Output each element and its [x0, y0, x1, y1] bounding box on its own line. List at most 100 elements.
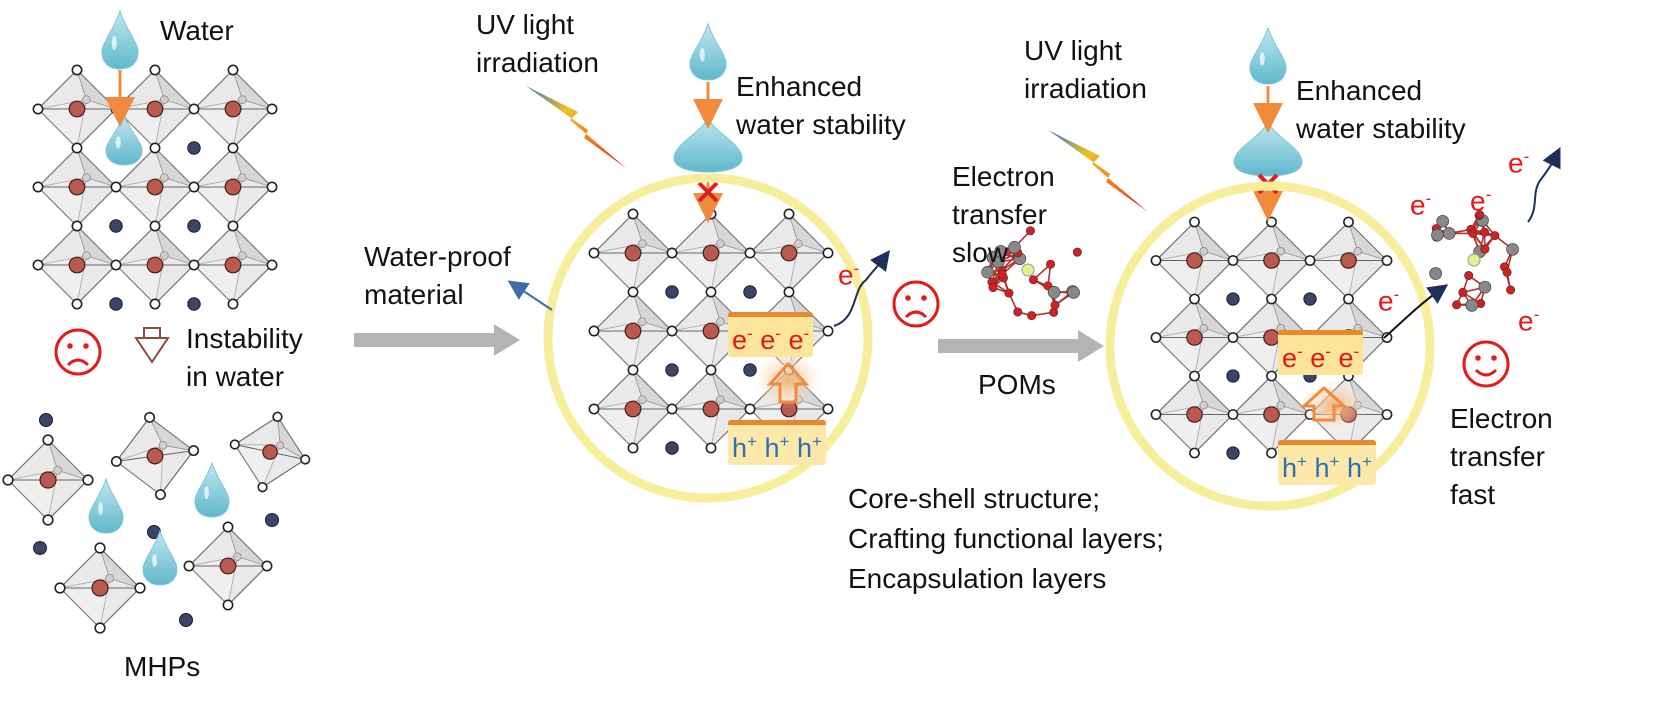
pom-atom [981, 265, 994, 279]
halide-back [160, 173, 169, 182]
halide-node [1343, 293, 1354, 305]
halide-node [666, 247, 678, 259]
halide-node [1150, 409, 1162, 420]
halide-node [822, 325, 834, 337]
pom-atom [1025, 226, 1035, 236]
b-site-metal [624, 244, 642, 262]
water-drop-top [101, 9, 139, 70]
b-site-metal [146, 256, 164, 274]
valence-band-2: h+ h+ h+ [1278, 440, 1376, 485]
label-enhanced-1b: water stability [736, 109, 906, 140]
halide-node [227, 220, 239, 232]
hole-symbol: h [732, 433, 748, 463]
halide-node [188, 181, 200, 193]
halide-node [1189, 216, 1200, 228]
plus-sign: + [1297, 452, 1307, 471]
plus-sign: + [1329, 452, 1340, 471]
a-site-cation [743, 285, 757, 299]
halide-node [272, 411, 283, 422]
halide-node [588, 325, 600, 337]
face-eye [1475, 355, 1481, 361]
happy-face-icon [1462, 340, 1510, 388]
halide-node [627, 208, 639, 220]
blocked-x-icon [697, 181, 719, 203]
halide-node [1189, 293, 1200, 305]
b-site-metal [224, 256, 242, 274]
halide-node [627, 286, 639, 298]
label-et-fast-3: fast [1450, 479, 1496, 510]
isolated-octahedron [54, 542, 146, 634]
water-drop-flattened-1 [673, 116, 743, 173]
drop-highlight [204, 486, 209, 500]
halide-back [1276, 247, 1285, 256]
halide-back [1199, 324, 1208, 333]
b-site-metal [702, 400, 720, 418]
minus-sign: - [747, 324, 753, 343]
label-et-slow-3: slow [952, 237, 1009, 268]
excitation-arrow-icon [766, 361, 810, 404]
halide-node [822, 247, 834, 259]
face-eye [905, 295, 911, 301]
free-electron-2c: e- [1470, 185, 1492, 217]
label-uv-1a: UV light [476, 9, 575, 40]
pom-atom [997, 269, 1007, 279]
plus-sign: + [779, 432, 790, 451]
halide-node [588, 247, 600, 259]
b-site-metal [1186, 329, 1203, 346]
drop-highlight [115, 136, 121, 149]
pom-atom [1465, 299, 1479, 312]
excitation-arrow-icon [1300, 385, 1348, 422]
halide-node [666, 325, 678, 337]
pom-atom [1429, 267, 1442, 280]
octahedron-face [149, 417, 194, 452]
halide-back [716, 395, 725, 404]
halide-node [705, 442, 717, 454]
hole-symbol: h [796, 433, 812, 463]
a-site-cation [1226, 369, 1240, 383]
halide-node [588, 403, 600, 415]
a-site-cation [1226, 292, 1240, 306]
halide-node [144, 411, 156, 423]
shell-ring-1 [543, 173, 873, 503]
label-poms: POMs [978, 369, 1056, 400]
a-site-cation [109, 297, 123, 311]
halide-node [188, 445, 200, 457]
halide-node [71, 298, 83, 310]
a-site-cation [39, 413, 53, 427]
uv-lightning-icon-2 [1048, 130, 1148, 212]
halide-node [134, 582, 146, 594]
a-site-cation [109, 219, 123, 233]
hole-symbol: h [1346, 453, 1362, 483]
b-site-metal [224, 178, 242, 196]
halide-node [71, 64, 83, 76]
halide-node [1381, 255, 1393, 266]
label-strategy-2: Crafting functional layers; [848, 523, 1164, 554]
halide-node [32, 103, 44, 115]
face-mouth [66, 358, 90, 367]
label-uv-1b: irradiation [476, 47, 599, 78]
label-waterproof-1: Water-proof [364, 241, 511, 272]
pom-atom [1464, 271, 1474, 281]
pom-atom [1008, 240, 1021, 254]
conduction-band-1: e- e- e- [728, 312, 814, 357]
uv-lightning-icon-1 [526, 86, 626, 168]
halide-node [71, 220, 83, 232]
halide-node [1266, 293, 1277, 305]
water-drop-degraded [142, 529, 178, 586]
halide-back [794, 239, 803, 248]
drop-highlight [152, 554, 157, 568]
plus-sign: + [812, 432, 822, 451]
electron-symbol: e [1338, 343, 1354, 373]
pom-atom [1027, 311, 1037, 321]
halide-node [110, 455, 122, 467]
degraded-octahedra [2, 411, 311, 634]
halide-back [238, 173, 247, 182]
halide-node [227, 142, 239, 154]
halide-node [149, 142, 161, 154]
b-site-metal [1263, 252, 1280, 269]
halide-node [188, 103, 200, 115]
sad-face-icon [54, 328, 102, 376]
electron-path-2 [1527, 147, 1561, 223]
halide-back [1199, 247, 1208, 256]
halide-node [1189, 447, 1200, 459]
